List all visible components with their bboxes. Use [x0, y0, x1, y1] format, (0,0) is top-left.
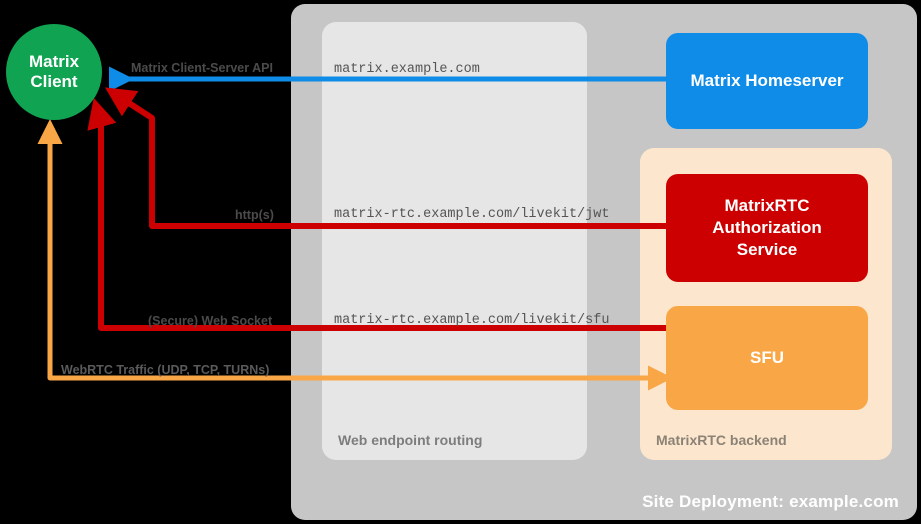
node-matrixrtc-authorization-service[interactable]: MatrixRTC Authorization Service: [666, 174, 868, 282]
protocol-label-webrtc: WebRTC Traffic (UDP, TCP, TURNs): [61, 363, 270, 377]
node-matrix-homeserver[interactable]: Matrix Homeserver: [666, 33, 868, 129]
web-endpoint-routing-label: Web endpoint routing: [338, 432, 483, 448]
endpoint-livekit-jwt-url: matrix-rtc.example.com/livekit/jwt: [334, 207, 610, 222]
authz-label-line3: Service: [736, 240, 798, 260]
node-matrix-client[interactable]: Matrix Client: [6, 24, 102, 120]
site-deployment-label: Site Deployment: example.com: [642, 492, 899, 511]
matrixrtc-backend-label: MatrixRTC backend: [656, 432, 787, 448]
authz-label-line1: MatrixRTC: [724, 195, 810, 215]
endpoint-livekit-sfu-url: matrix-rtc.example.com/livekit/sfu: [334, 313, 610, 328]
authz-label-line2: Authorization: [712, 217, 822, 237]
protocol-label-client-server-api: Matrix Client-Server API: [131, 61, 273, 75]
matrix-client-label-line1: Matrix: [28, 51, 80, 71]
endpoint-matrix-url: matrix.example.com: [334, 62, 480, 77]
web-endpoint-routing-container: Web endpoint routing: [322, 22, 587, 460]
sfu-label: SFU: [750, 348, 784, 367]
protocol-label-websocket: (Secure) Web Socket: [148, 314, 273, 328]
matrix-homeserver-label: Matrix Homeserver: [690, 71, 844, 90]
protocol-label-http: http(s): [235, 208, 274, 222]
node-sfu[interactable]: SFU: [666, 306, 868, 410]
matrix-client-label-line2: Client: [30, 72, 78, 91]
